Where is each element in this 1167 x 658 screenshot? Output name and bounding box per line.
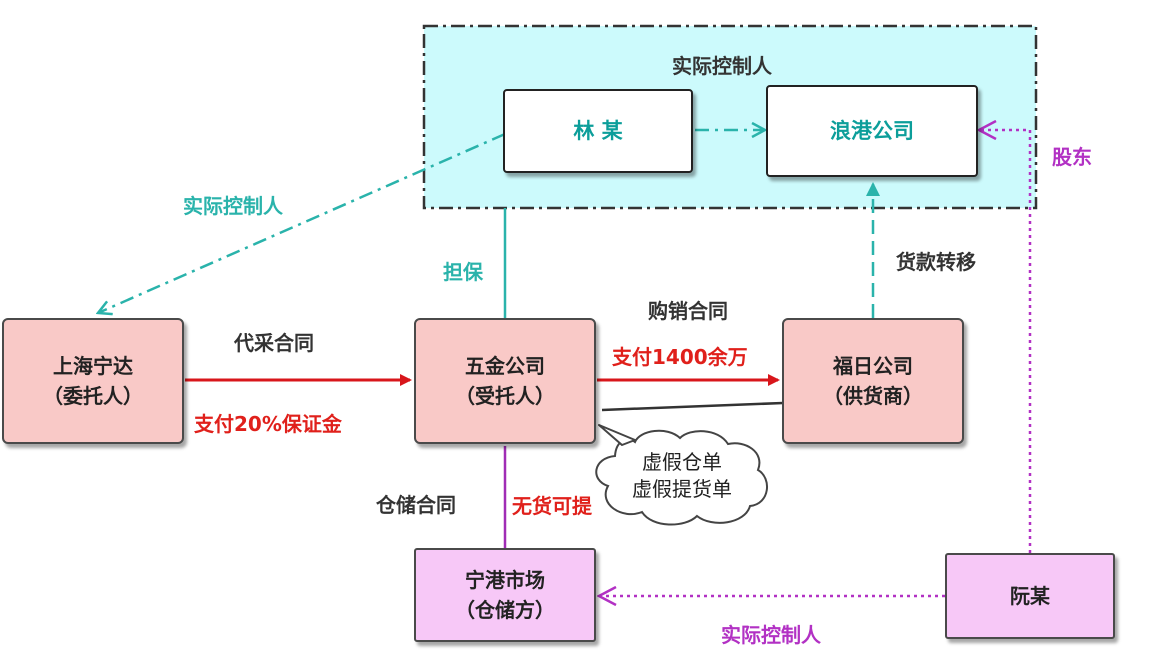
label-shareholder: 股东 (1052, 145, 1092, 169)
node-ruan-label: 阮某 (1010, 584, 1050, 608)
edge-lin-to-shanghai (98, 132, 506, 313)
node-shanghai: 上海宁达 （委托人） (2, 318, 184, 444)
node-fuuri-line2: （供货商） (823, 384, 923, 408)
label-actual-control-bottom: 实际控制人 (721, 623, 821, 647)
node-ninggang: 宁港市场 （仓储方） (414, 548, 596, 642)
node-shanghai-line1: 上海宁达 (53, 354, 133, 378)
node-ninggang-line1: 宁港市场 (465, 568, 545, 592)
cloud-line2: 虚假提货单 (632, 477, 732, 501)
label-no-goods: 无货可提 (512, 494, 592, 518)
cloud-line1: 虚假仓单 (642, 450, 722, 474)
node-wujin: 五金公司 （受托人） (414, 318, 596, 444)
node-langgang-label: 浪港公司 (830, 119, 914, 143)
edge-return (601, 401, 784, 412)
node-shanghai-line2: （委托人） (43, 384, 143, 408)
label-actual-control-left: 实际控制人 (183, 194, 283, 218)
cloud-callout (595, 429, 768, 526)
edge-shareholder (980, 130, 1032, 553)
label-sales-contract: 购销合同 (648, 299, 728, 323)
node-ninggang-line2: （仓储方） (455, 598, 555, 622)
label-deposit: 支付20%保证金 (194, 412, 342, 436)
cloud-text: 虚假仓单 虚假提货单 (632, 449, 732, 503)
node-wujin-line2: （受托人） (455, 384, 555, 408)
label-payment-amount: 支付1400余万 (612, 345, 748, 369)
node-fuuri: 福日公司 （供货商） (782, 318, 964, 444)
node-ruan: 阮某 (945, 553, 1115, 639)
label-agency-contract: 代采合同 (234, 331, 314, 355)
label-payment-transfer: 货款转移 (896, 250, 976, 274)
node-langgang: 浪港公司 (766, 85, 978, 177)
node-lin: 林 某 (503, 89, 693, 173)
cloud-tail (598, 424, 636, 446)
group-title: 实际控制人 (672, 54, 772, 78)
node-wujin-line1: 五金公司 (465, 354, 545, 378)
label-guarantee: 担保 (443, 260, 483, 284)
label-storage-contract: 仓储合同 (376, 493, 456, 517)
node-lin-label: 林 某 (573, 119, 623, 143)
node-fuuri-line1: 福日公司 (833, 354, 913, 378)
